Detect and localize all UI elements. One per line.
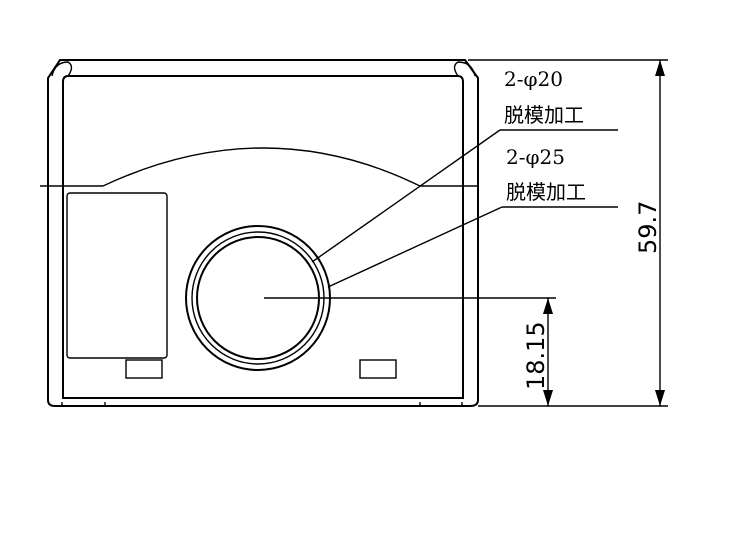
callout-phi20-process: 脱模加工 bbox=[504, 103, 584, 127]
callout-phi25-process: 脱模加工 bbox=[506, 180, 586, 204]
dimension-overall-height-value: 59.7 bbox=[634, 201, 662, 254]
leader-phi25 bbox=[327, 206, 503, 288]
leader-phi20 bbox=[311, 129, 501, 263]
window-panel bbox=[66, 192, 168, 359]
housing-outline bbox=[47, 59, 479, 407]
dimension-center-height-value: 18.15 bbox=[522, 321, 550, 390]
callout-phi20-spec: 2-φ20 bbox=[504, 67, 563, 91]
dimension-overall-height: 59.7 bbox=[468, 59, 668, 407]
parting-line bbox=[40, 147, 478, 187]
slot-right bbox=[359, 359, 397, 379]
dimension-center-height: 18.15 bbox=[522, 298, 553, 406]
slot-left bbox=[125, 359, 163, 379]
callout-phi25-spec: 2-φ25 bbox=[506, 145, 565, 169]
